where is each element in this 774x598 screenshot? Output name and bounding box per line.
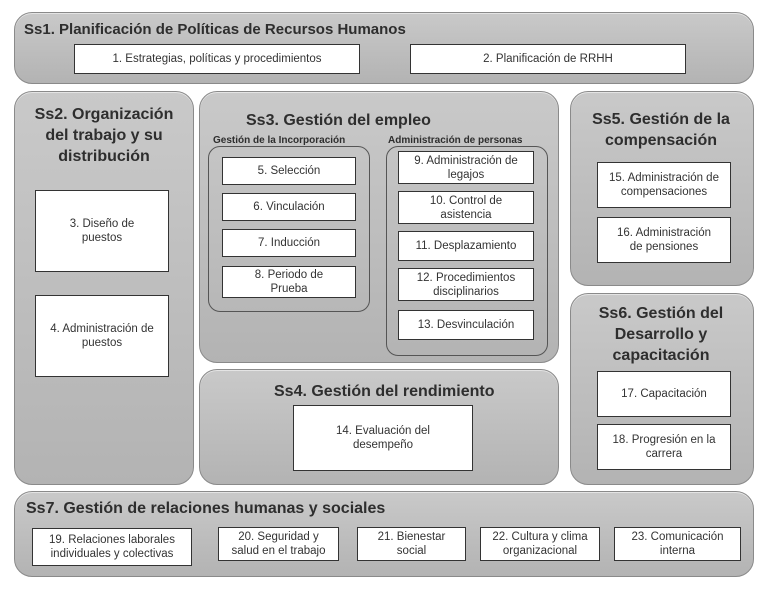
ss6-title: Ss6. Gestión del Desarrollo y capacitaci…: [598, 305, 724, 364]
ss4-title: Ss4. Gestión del rendimiento: [274, 383, 495, 400]
ss3-title: Ss3. Gestión del empleo: [246, 112, 431, 129]
ss3-item-5: 5. Selección: [222, 157, 356, 185]
ss7-item-19: 19. Relaciones laborales individuales y …: [32, 528, 192, 566]
ss3-item-7: 7. Inducción: [222, 229, 356, 257]
ss3-item-8: 8. Periodo de Prueba: [222, 266, 356, 298]
ss3-item-12: 12. Procedimientos disciplinarios: [398, 268, 534, 301]
ss3-administracion-panel: [386, 146, 548, 356]
ss3-item-13: 13. Desvinculación: [398, 310, 534, 340]
ss5-item-16: 16. Administración de pensiones: [597, 217, 731, 263]
ss3-administracion-title: Administración de personas: [388, 135, 523, 146]
ss2-item-3: 3. Diseño de puestos: [35, 190, 169, 272]
ss2-group: [14, 91, 194, 485]
ss2-item-4: 4. Administración de puestos: [35, 295, 169, 377]
ss1-item-2: 2. Planificación de RRHH: [410, 44, 686, 74]
ss7-title: Ss7. Gestión de relaciones humanas y soc…: [26, 500, 386, 517]
ss5-item-15: 15. Administración de compensaciones: [597, 162, 731, 208]
ss3-item-9: 9. Administración de legajos: [398, 151, 534, 184]
ss2-title: Ss2. Organización del trabajo y su distr…: [34, 106, 174, 165]
ss5-title: Ss5. Gestión de la compensación: [592, 111, 730, 149]
ss7-item-21: 21. Bienestar social: [357, 527, 466, 561]
ss4-item-14: 14. Evaluación del desempeño: [293, 405, 473, 471]
ss6-item-17: 17. Capacitación: [597, 371, 731, 417]
ss3-item-11: 11. Desplazamiento: [398, 231, 534, 261]
ss3-item-6: 6. Vinculación: [222, 193, 356, 221]
ss7-item-20: 20. Seguridad y salud en el trabajo: [218, 527, 339, 561]
ss3-item-10: 10. Control de asistencia: [398, 191, 534, 224]
ss1-title: Ss1. Planificación de Políticas de Recur…: [24, 21, 406, 38]
ss7-item-22: 22. Cultura y clima organizacional: [480, 527, 600, 561]
ss6-item-18: 18. Progresión en la carrera: [597, 424, 731, 470]
ss1-item-1: 1. Estrategias, políticas y procedimient…: [74, 44, 360, 74]
ss3-incorporacion-panel: [208, 146, 370, 312]
ss3-incorporacion-title: Gestión de la Incorporación: [213, 135, 346, 146]
ss7-item-23: 23. Comunicación interna: [614, 527, 741, 561]
